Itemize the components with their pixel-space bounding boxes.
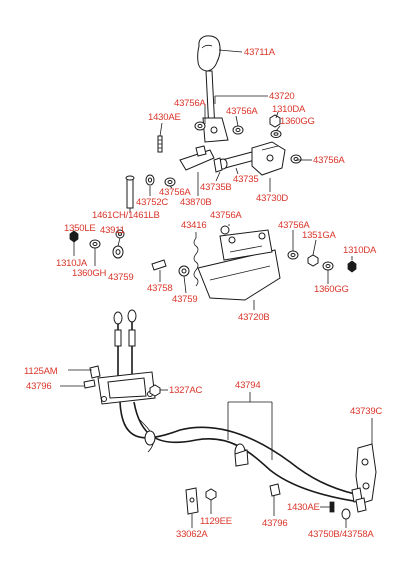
nut-43756A-left <box>164 177 176 187</box>
bracket-43720B <box>197 229 281 301</box>
washer-1360GG-right <box>322 261 334 271</box>
shift-knob <box>197 35 221 72</box>
label-43756A-3: 43756A <box>313 155 345 166</box>
washer-1351GA <box>307 254 319 267</box>
clip-43796-lower <box>269 483 281 497</box>
label-1327AC: 1327AC <box>169 385 203 396</box>
label-43750B-43758A: 43750B/43758A <box>308 529 374 540</box>
label-1430AE-1: 1430AE <box>148 112 181 123</box>
label-43756A-1: 43756A <box>174 98 206 109</box>
label-43752C: 43752C <box>136 197 169 208</box>
bushing-43759-mid <box>178 265 190 277</box>
label-43720B: 43720B <box>238 312 270 323</box>
nut-43756A-right <box>290 154 302 164</box>
label-43756A-6: 43756A <box>278 220 310 231</box>
label-43720: 43720 <box>269 91 295 102</box>
label-1360GG-2: 1360GG <box>314 284 349 295</box>
label-43911: 43911 <box>100 225 125 236</box>
bushing-43759-left <box>112 245 124 259</box>
pin-43758 <box>151 259 167 271</box>
bolt-1129EE <box>205 488 217 501</box>
bolt-1125AM <box>89 365 101 379</box>
label-43758: 43758 <box>147 283 173 294</box>
label-1310DA-1: 1310DA <box>272 104 306 115</box>
cable-ends-upper <box>113 309 137 378</box>
spring-43416 <box>193 237 199 287</box>
nut-1310JA <box>69 230 79 243</box>
bushing-43735B <box>213 157 223 173</box>
label-1310JA: 1310JA <box>56 258 88 269</box>
label-43730D: 43730D <box>256 193 289 204</box>
cable-ends-lower <box>351 487 367 513</box>
shift-cables <box>119 401 361 503</box>
label-43794: 43794 <box>235 380 261 391</box>
clip-1430AE-lower <box>329 501 335 513</box>
nut-43756A-mid <box>220 225 230 235</box>
pin-1430AE <box>157 135 163 153</box>
shaft-43735 <box>218 151 256 170</box>
label-1360GH: 1360GH <box>72 268 107 279</box>
label-43739C: 43739C <box>350 406 383 417</box>
label-43796-2: 43796 <box>262 518 288 529</box>
label-1125AM: 1125AM <box>24 366 58 377</box>
label-43416: 43416 <box>181 220 207 231</box>
washer-1360GG <box>270 130 282 138</box>
washer-1360GH <box>89 239 101 249</box>
label-43756A-4: 43756A <box>159 187 191 198</box>
bracket-43739C <box>355 443 377 505</box>
clip-43796-left <box>83 379 96 389</box>
bushing-43756A-right2 <box>287 250 299 260</box>
shift-lever <box>202 70 229 143</box>
label-1430AE-2: 1430AE <box>287 502 320 513</box>
label-43711A: 43711A <box>244 47 275 58</box>
label-1461CH-1461LB: 1461CH/1461LB <box>92 210 160 221</box>
bracket-43730D <box>251 141 286 176</box>
label-43759-1: 43759 <box>108 272 134 283</box>
label-33062A: 33062A <box>176 529 208 540</box>
bracket-33062A <box>185 487 199 515</box>
label-43756A-5: 43756A <box>210 210 242 221</box>
leader-lines <box>60 49 373 528</box>
cable-mount-plate <box>97 371 156 405</box>
label-43756A-2: 43756A <box>226 106 258 117</box>
label-1360GG-1: 1360GG <box>280 116 315 127</box>
lever-bushings <box>194 121 244 135</box>
label-1310DA-2: 1310DA <box>343 245 377 256</box>
label-43735: 43735 <box>233 174 259 185</box>
bolt-1310DA <box>269 114 281 128</box>
label-1350LE: 1350LE <box>64 223 96 234</box>
label-43759-2: 43759 <box>172 294 198 305</box>
nut-1310DA-right <box>347 260 357 273</box>
bushing-43752C <box>145 174 155 186</box>
bushing-43750B <box>341 508 351 520</box>
nut-1327AC <box>149 384 161 397</box>
label-43870B: 43870B <box>180 197 212 208</box>
label-1351GA: 1351GA <box>302 230 336 241</box>
label-43796-1: 43796 <box>26 381 52 392</box>
label-1129EE: 1129EE <box>200 516 232 527</box>
label-43735B: 43735B <box>200 182 232 193</box>
bolt-1461CH <box>125 175 135 209</box>
plate-43870B <box>179 145 215 171</box>
